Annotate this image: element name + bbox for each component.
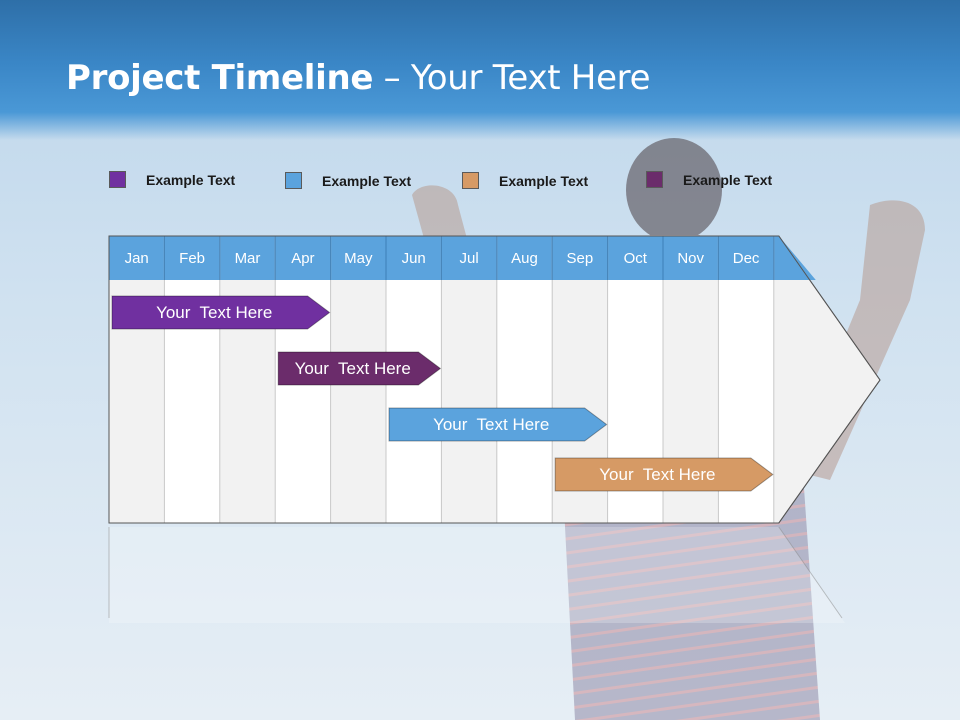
legend-swatch [285, 172, 302, 189]
month-column [496, 280, 553, 523]
arrow-reflection [109, 527, 845, 623]
legend-item: Example Text [109, 171, 235, 188]
month-label-apr: Apr [291, 250, 315, 267]
month-label-jul: Jul [459, 250, 479, 267]
timeline-arrow-outline [108, 235, 881, 524]
month-label-jan: Jan [124, 250, 149, 267]
legend-swatch [646, 171, 663, 188]
month-label-jun: Jun [401, 250, 426, 267]
month-column [441, 280, 497, 523]
month-column [386, 280, 442, 523]
legend-label: Example Text [146, 171, 236, 188]
task-bar [554, 457, 774, 492]
month-label-may: May [344, 250, 373, 267]
month-label-aug: Aug [511, 250, 538, 267]
task-label: Your Text Here [294, 359, 411, 378]
month-header-strip [109, 236, 816, 280]
month-label-oct: Oct [623, 250, 647, 267]
task-label: Your Text Here [156, 303, 273, 322]
reflection-edge [778, 526, 843, 619]
month-label-mar: Mar [234, 250, 261, 267]
page-title: Project Timeline – Your Text Here [66, 58, 651, 98]
month-label-sep: Sep [566, 250, 594, 267]
task-bar [277, 351, 442, 386]
legend-swatch [109, 171, 126, 188]
title-bold: Project Timeline [66, 58, 374, 98]
month-label-dec: Dec [732, 250, 760, 267]
month-label-nov: Nov [677, 250, 705, 267]
legend-item: Example Text [285, 172, 411, 189]
header-band [0, 0, 960, 140]
task-bar [388, 407, 608, 442]
task-label: Your Text Here [599, 465, 716, 484]
month-label-feb: Feb [179, 250, 206, 267]
legend-swatch [462, 172, 479, 189]
title-subtitle: – Your Text Here [373, 58, 651, 98]
month-column [330, 280, 386, 523]
task-label: Your Text Here [433, 415, 550, 434]
legend-label: Example Text [322, 172, 412, 189]
task-bar [111, 295, 331, 330]
legend-label: Example Text [683, 171, 773, 188]
legend-item: Example Text [462, 172, 588, 189]
legend-item: Example Text [646, 171, 772, 188]
legend-label: Example Text [499, 172, 589, 189]
